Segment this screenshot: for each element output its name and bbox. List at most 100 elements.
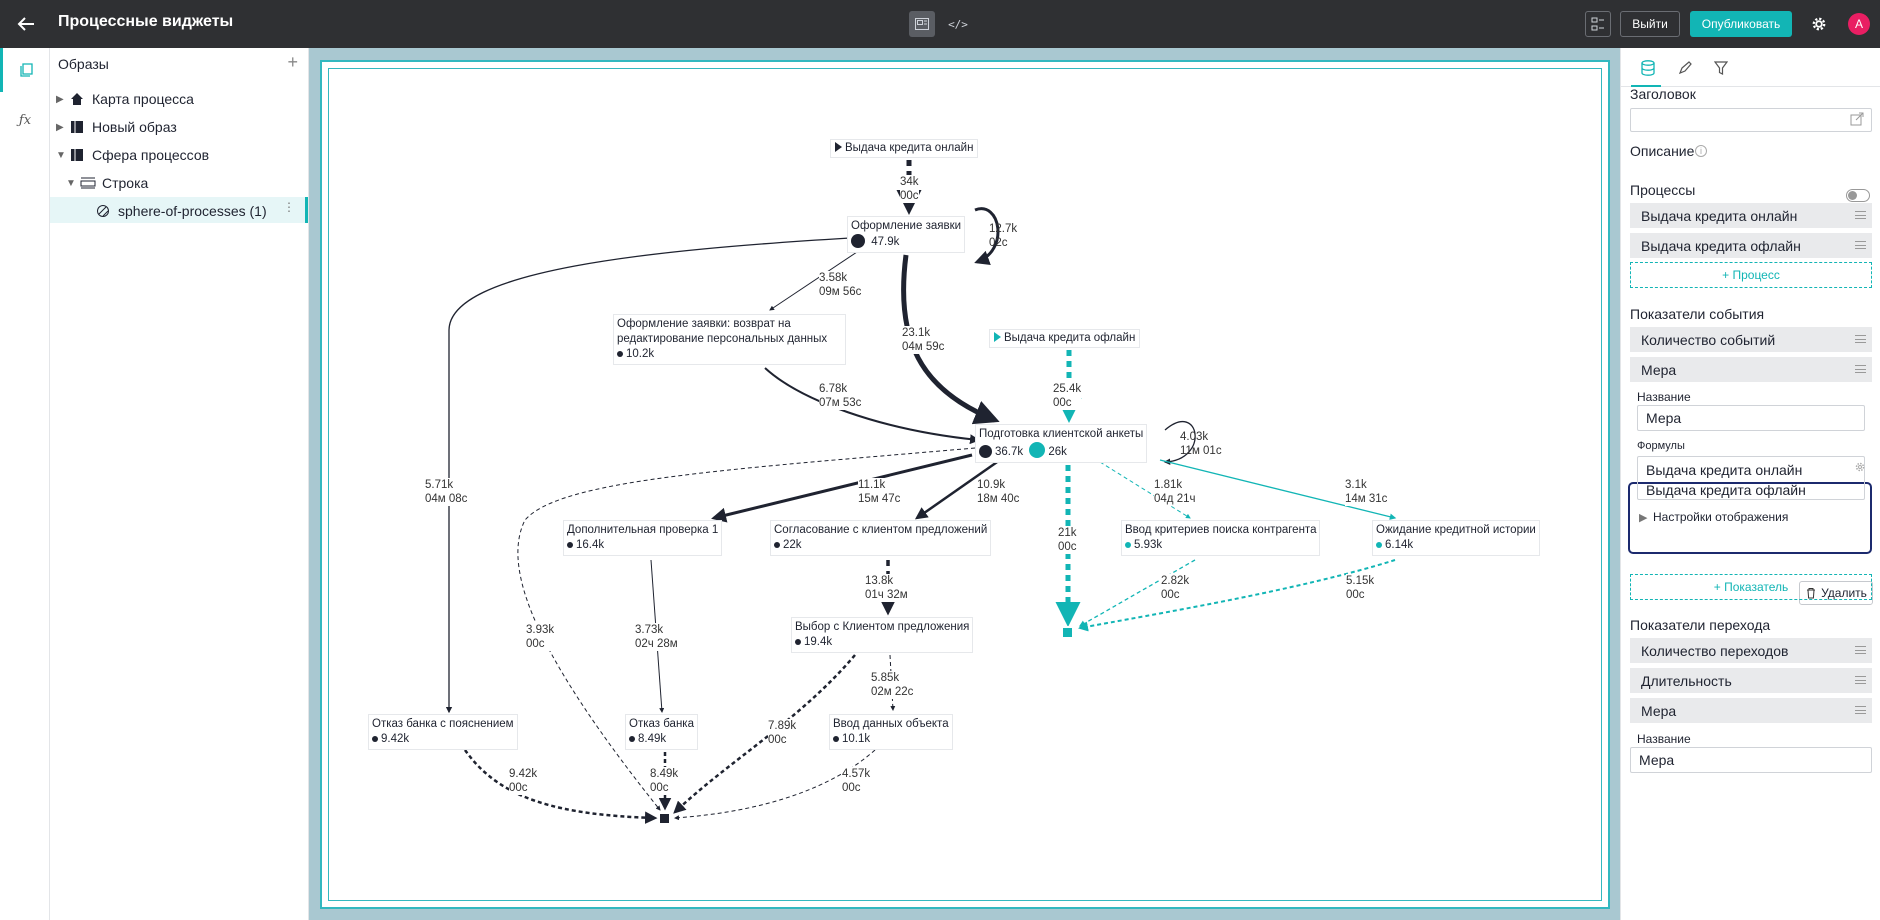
node-dot (833, 735, 839, 742)
node-value: 47.9k (871, 236, 900, 248)
process-item[interactable]: Выдача кредита офлайн (1630, 233, 1872, 258)
transition-metric-item[interactable]: Мера (1630, 698, 1872, 723)
delete-label: Удалить (1821, 586, 1867, 600)
node-name: Отказ банка с пояснением (372, 718, 514, 730)
start-label: Выдача кредита офлайн (1004, 332, 1136, 344)
formula-settings-gear-icon[interactable] (1854, 460, 1866, 478)
tree-icon (1591, 17, 1604, 31)
node-name: Ввод данных объекта (833, 718, 949, 730)
node-application[interactable]: Оформление заявки 47.9k (847, 216, 966, 253)
event-metric-item[interactable]: Мера (1630, 357, 1872, 382)
filter-tab[interactable] (1709, 56, 1733, 80)
drag-handle-icon[interactable] (1855, 646, 1866, 654)
metric-item-label: Мера (1641, 361, 1677, 378)
caret-right-icon[interactable]: ▶ (56, 121, 64, 133)
transition-metric-name-input[interactable]: Мера (1630, 747, 1872, 773)
exit-button[interactable]: Выйти (1620, 11, 1680, 37)
add-metric-button[interactable]: + Показатель (1630, 574, 1872, 600)
node-value: 8.49k (638, 733, 667, 745)
tree-item-row[interactable]: ▼ Строка (66, 170, 148, 196)
tree-item-label: Новый образ (92, 119, 177, 135)
event-metric-item[interactable]: Количество событий (1630, 327, 1872, 352)
description-toggle[interactable] (1846, 189, 1870, 202)
tree-item-sphere-widget[interactable]: sphere-of-processes (1) (96, 198, 267, 224)
brush-icon (1678, 61, 1692, 75)
publish-button[interactable]: Опубликовать (1690, 11, 1792, 37)
user-avatar[interactable]: A (1848, 13, 1870, 35)
filter-icon (1714, 61, 1728, 75)
top-bar: Процессные виджеты </> Выйти Опубликоват… (0, 0, 1880, 48)
code-view-button[interactable]: </> (948, 17, 968, 31)
drag-handle-icon[interactable] (1855, 335, 1866, 343)
formulas-highlight-box (1628, 482, 1872, 554)
add-image-button[interactable]: + (287, 52, 298, 72)
tree-item-label: Карта процесса (92, 91, 194, 107)
tree-item-process-map[interactable]: ▶ Карта процесса (56, 86, 194, 112)
formulas-list[interactable]: Выдача кредита онлайн Выдача кредита офл… (1637, 456, 1865, 500)
open-external-icon[interactable] (1850, 112, 1864, 131)
caret-right-icon[interactable]: ▶ (56, 93, 64, 105)
formula-item[interactable]: Выдача кредита онлайн (1646, 462, 1803, 478)
title-input[interactable] (1630, 108, 1872, 132)
formula-fx-icon[interactable]: ƒx (18, 112, 32, 128)
formula-item[interactable]: Выдача кредита офлайн (1646, 482, 1806, 498)
node-bank-reject-explained[interactable]: Отказ банка с пояснением 9.42k (368, 714, 518, 750)
node-dot (1125, 541, 1131, 548)
drag-handle-icon[interactable] (1855, 676, 1866, 684)
node-value: 9.42k (381, 733, 410, 745)
back-arrow-icon[interactable] (14, 12, 38, 36)
data-tab[interactable] (1636, 56, 1660, 80)
transition-metric-item[interactable]: Длительность (1630, 668, 1872, 693)
drag-handle-icon[interactable] (1855, 211, 1866, 219)
info-icon[interactable]: i (1695, 145, 1707, 157)
structure-toggle-button[interactable] (1585, 11, 1611, 37)
drag-handle-icon[interactable] (1855, 241, 1866, 249)
name-label: Название (1637, 390, 1691, 404)
node-value: 16.4k (576, 539, 605, 551)
tree-item-new-image[interactable]: ▶ Новый образ (56, 114, 177, 140)
images-rail-button[interactable] (0, 48, 50, 92)
more-options-icon[interactable]: ⋮ (283, 200, 295, 214)
caret-right-icon[interactable]: ▶ (1639, 512, 1648, 524)
drag-handle-icon[interactable] (1855, 706, 1866, 714)
transition-metric-item[interactable]: Количество переходов (1630, 638, 1872, 663)
tree-item-process-sphere[interactable]: ▼ Сфера процессов (56, 142, 209, 168)
node-name: Ввод критериев поиска контрагента (1125, 524, 1317, 536)
design-view-button[interactable] (909, 11, 935, 37)
caret-down-icon[interactable]: ▼ (56, 149, 66, 161)
processes-label: Процессы (1630, 182, 1696, 198)
node-dot (629, 735, 635, 742)
process-item[interactable]: Выдача кредита онлайн (1630, 203, 1872, 228)
start-node-online[interactable]: Выдача кредита онлайн (830, 139, 979, 158)
start-node-offline[interactable]: Выдача кредита офлайн (989, 329, 1141, 348)
caret-down-icon[interactable]: ▼ (66, 177, 76, 189)
drag-handle-icon[interactable] (1855, 365, 1866, 373)
app-title: Процессные виджеты (58, 13, 234, 30)
metric-item-label: Количество событий (1641, 331, 1776, 348)
play-icon (994, 332, 1001, 342)
pages-icon (19, 63, 33, 77)
node-name: Подготовка клиентской анкеты (979, 428, 1144, 440)
metric-item-label: Мера (1641, 702, 1677, 719)
tree-item-label: sphere-of-processes (1) (118, 203, 267, 219)
settings-gear-icon[interactable] (1805, 11, 1833, 37)
description-label: Описание (1630, 143, 1695, 159)
delete-metric-button[interactable]: Удалить (1799, 581, 1873, 605)
style-tab[interactable] (1673, 56, 1697, 80)
add-process-button[interactable]: + Процесс (1630, 262, 1872, 288)
metric-name-input[interactable]: Мера (1637, 405, 1865, 431)
display-settings-toggle[interactable]: Настройки отображения (1653, 510, 1789, 524)
